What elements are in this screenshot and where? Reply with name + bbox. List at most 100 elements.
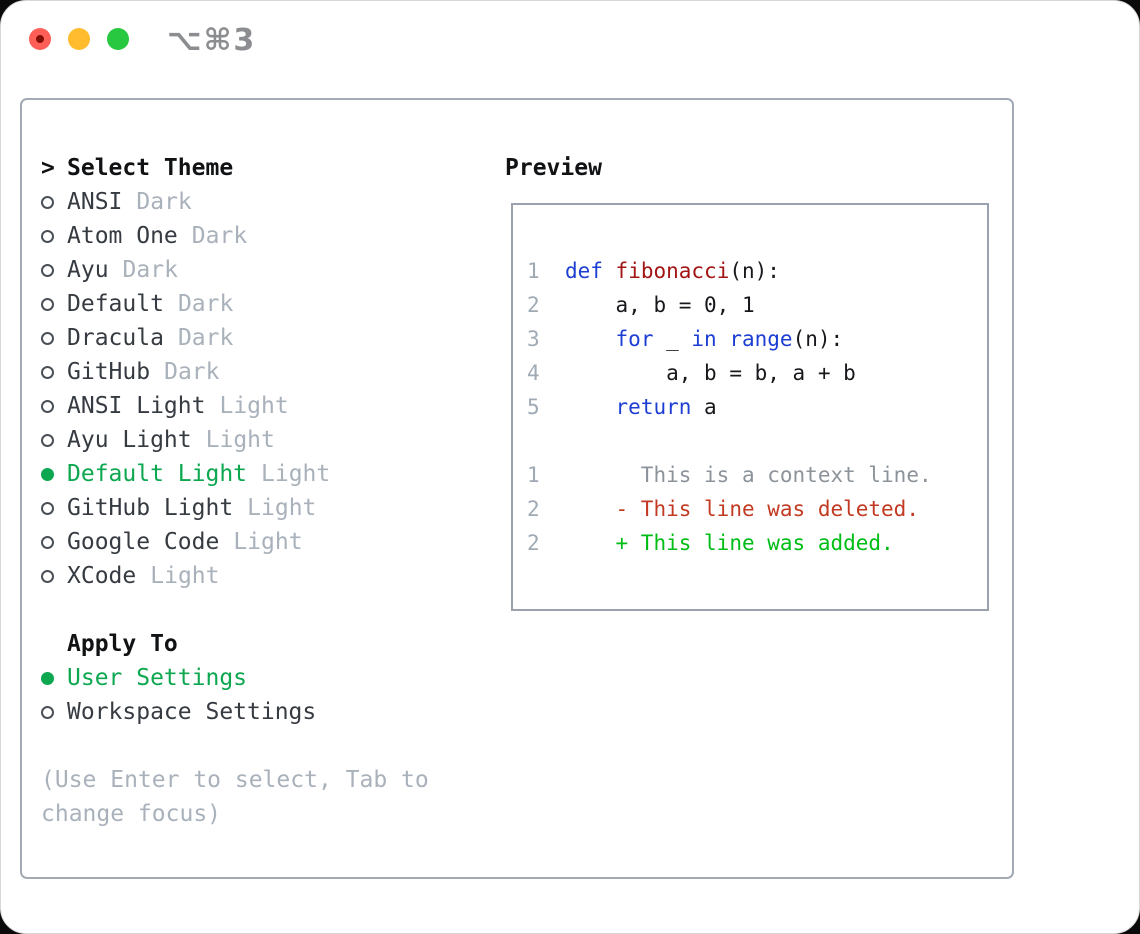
line-number: 3 <box>527 327 540 351</box>
zoom-button[interactable] <box>107 28 129 50</box>
theme-name: GitHub Light <box>67 495 234 521</box>
code-line: 1 def fibonacci(n): <box>527 254 932 288</box>
theme-variant-tag: Light <box>247 495 317 521</box>
minimize-button[interactable] <box>68 28 90 50</box>
keyword-token: range <box>729 327 793 351</box>
keyboard-shortcut-label: ⌥⌘3 <box>167 23 257 58</box>
radio-icon <box>41 297 54 311</box>
code-token <box>717 327 730 351</box>
section-gap <box>41 593 441 627</box>
radio-icon <box>41 467 54 481</box>
theme-variant-tag: Dark <box>136 189 192 215</box>
theme-variant-tag: Light <box>261 461 331 487</box>
code-line: 4 a, b = b, a + b <box>527 356 932 390</box>
theme-variant-tag: Dark <box>164 359 220 385</box>
theme-option[interactable]: GitHub Dark <box>41 355 441 389</box>
diff-deleted-text: - This line was deleted. <box>564 497 919 521</box>
diff-context-text: This is a context line. <box>564 463 932 487</box>
select-theme-title: Select Theme <box>67 155 234 181</box>
code-token: _ <box>653 327 692 351</box>
code-token: (n): <box>792 327 844 351</box>
theme-option[interactable]: Ayu Light Light <box>41 423 441 457</box>
close-dot-icon <box>36 35 44 43</box>
theme-option[interactable]: Google Code Light <box>41 525 441 559</box>
theme-option[interactable]: Atom One Dark <box>41 219 441 253</box>
theme-name: Google Code <box>67 529 220 555</box>
code-token <box>565 395 616 419</box>
diff-line: 2 - This line was deleted. <box>527 492 932 526</box>
section-gap <box>41 729 441 763</box>
line-number: 2 <box>527 497 540 521</box>
theme-name: GitHub <box>67 359 151 385</box>
radio-icon <box>41 399 54 413</box>
theme-name: ANSI <box>67 189 123 215</box>
diff-added-text: + This line was added. <box>564 531 894 555</box>
code-token: (n): <box>729 259 780 283</box>
line-number: 5 <box>527 395 540 419</box>
apply-to-option[interactable]: Workspace Settings <box>41 695 441 729</box>
code-line: 2 a, b = 0, 1 <box>527 288 932 322</box>
radio-icon <box>41 501 54 515</box>
theme-name: Dracula <box>67 325 164 351</box>
theme-name: Atom One <box>67 223 178 249</box>
theme-name: Default Light <box>67 461 248 487</box>
keyword-token: for <box>615 327 654 351</box>
radio-icon <box>41 263 54 277</box>
theme-name: XCode <box>67 563 137 589</box>
theme-variant-tag: Light <box>233 529 303 555</box>
code-token <box>603 259 616 283</box>
theme-option[interactable]: Dracula Dark <box>41 321 441 355</box>
diff-line: 1 This is a context line. <box>527 458 932 492</box>
radio-icon <box>41 705 54 719</box>
theme-option[interactable]: Default Light Light <box>41 457 441 491</box>
radio-icon <box>41 671 54 685</box>
theme-variant-tag: Dark <box>177 291 234 317</box>
theme-name: Ayu <box>67 257 109 283</box>
line-number: 1 <box>527 259 540 283</box>
apply-to-label: User Settings <box>67 665 248 691</box>
apply-to-title: Apply To <box>67 631 178 657</box>
theme-variant-tag: Light <box>150 563 220 589</box>
radio-icon <box>41 569 54 583</box>
code-token: a, b = b, a + b <box>564 361 856 385</box>
function-token: fibonacci <box>615 259 730 283</box>
theme-option[interactable]: ANSI Dark <box>41 185 441 219</box>
preview-title: Preview <box>505 155 602 181</box>
close-button[interactable] <box>29 28 51 50</box>
line-number: 1 <box>527 463 540 487</box>
line-number: 2 <box>527 531 540 555</box>
radio-icon <box>41 433 54 447</box>
code-line: 5 return a <box>527 390 932 424</box>
theme-option[interactable]: XCode Light <box>41 559 441 593</box>
apply-to-label: Workspace Settings <box>67 699 317 725</box>
keyword-token: in <box>691 327 717 351</box>
usage-hint: (Use Enter to select, Tab to change focu… <box>41 767 429 827</box>
code-token: a <box>691 395 717 419</box>
theme-variant-tag: Dark <box>191 223 248 249</box>
line-number: 2 <box>527 293 540 317</box>
radio-icon <box>41 331 54 345</box>
titlebar: ⌥⌘3 <box>1 1 1139 81</box>
prompt-caret-icon: > <box>41 155 55 181</box>
theme-variant-tag: Light <box>205 427 275 453</box>
code-line: 3 for _ in range(n): <box>527 322 932 356</box>
radio-icon <box>41 365 54 379</box>
theme-name: Ayu Light <box>67 427 192 453</box>
theme-option[interactable]: GitHub Light Light <box>41 491 441 525</box>
apply-to-option[interactable]: User Settings <box>41 661 441 695</box>
diff-line: 2 + This line was added. <box>527 526 932 560</box>
radio-icon <box>41 195 54 209</box>
select-theme-header: > Select Theme <box>41 151 441 185</box>
line-number: 4 <box>527 361 540 385</box>
theme-variant-tag: Dark <box>177 325 234 351</box>
code-token <box>565 327 616 351</box>
